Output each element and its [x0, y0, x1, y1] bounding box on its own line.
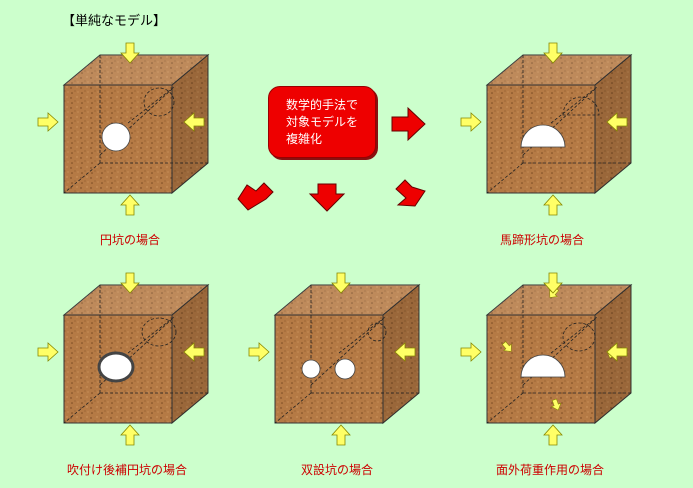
opening-back-outline: [143, 87, 175, 117]
load-arrow-bottom: [331, 424, 351, 446]
load-arrow-bottom: [543, 194, 563, 216]
circular-opening: [101, 122, 131, 152]
load-arrow-right: [183, 342, 205, 362]
callout-text: 数学的手法で 対象モデルを 複雑化: [285, 97, 358, 146]
red-arrow-right: [391, 106, 426, 142]
load-arrow-top: [543, 272, 563, 294]
caption-twin: 双設坑の場合: [300, 463, 374, 477]
process-callout: 数学的手法で 対象モデルを 複雑化: [268, 86, 376, 158]
lined-opening: [97, 351, 135, 383]
twin-opening-left: [301, 359, 321, 379]
load-arrow-right: [606, 112, 628, 132]
load-arrow-bottom: [120, 424, 140, 446]
cube-circular: [37, 42, 210, 216]
load-arrow-right: [394, 342, 416, 362]
load-arrow-right: [183, 112, 205, 132]
horseshoe-opening: [520, 354, 566, 378]
load-arrow-bottom: [120, 194, 140, 216]
caption-horseshoe: 馬蹄形坑の場合: [499, 233, 585, 247]
load-arrow-left: [37, 342, 59, 362]
opening-back-outline: [367, 322, 387, 342]
load-arrow-right: [606, 342, 628, 362]
caption-shotcrete: 吹付け後補円坑の場合: [66, 463, 188, 477]
red-arrow-down-right: [395, 179, 426, 207]
red-arrow-down-left: [237, 182, 274, 211]
load-arrow-top: [120, 272, 140, 294]
caption-circular: 円坑の場合: [99, 233, 161, 247]
cube-horseshoe: [460, 42, 633, 216]
cube-shotcrete: [37, 272, 210, 446]
cube-twin: [248, 272, 421, 446]
out-of-plane-arrow-1: [501, 341, 512, 352]
caption-outofplane: 面外荷重作用の場合: [495, 463, 605, 477]
cube-outofplane: [460, 272, 633, 446]
horseshoe-opening: [520, 124, 566, 148]
page-title: 【単純なモデル】: [62, 14, 167, 29]
opening-back-outline: [562, 96, 600, 116]
opening-back-outline: [562, 322, 596, 352]
twin-opening-right: [334, 358, 356, 380]
load-arrow-top: [543, 42, 563, 64]
load-arrow-left: [248, 342, 270, 362]
out-of-plane-arrow-3: [550, 398, 562, 411]
load-arrow-left: [37, 112, 59, 132]
opening-back-outline: [141, 317, 177, 347]
load-arrow-left: [460, 342, 482, 362]
red-arrow-down: [308, 183, 346, 212]
load-arrow-top: [331, 272, 351, 294]
load-arrow-left: [460, 112, 482, 132]
load-arrow-top: [120, 42, 140, 64]
load-arrow-bottom: [543, 424, 563, 446]
